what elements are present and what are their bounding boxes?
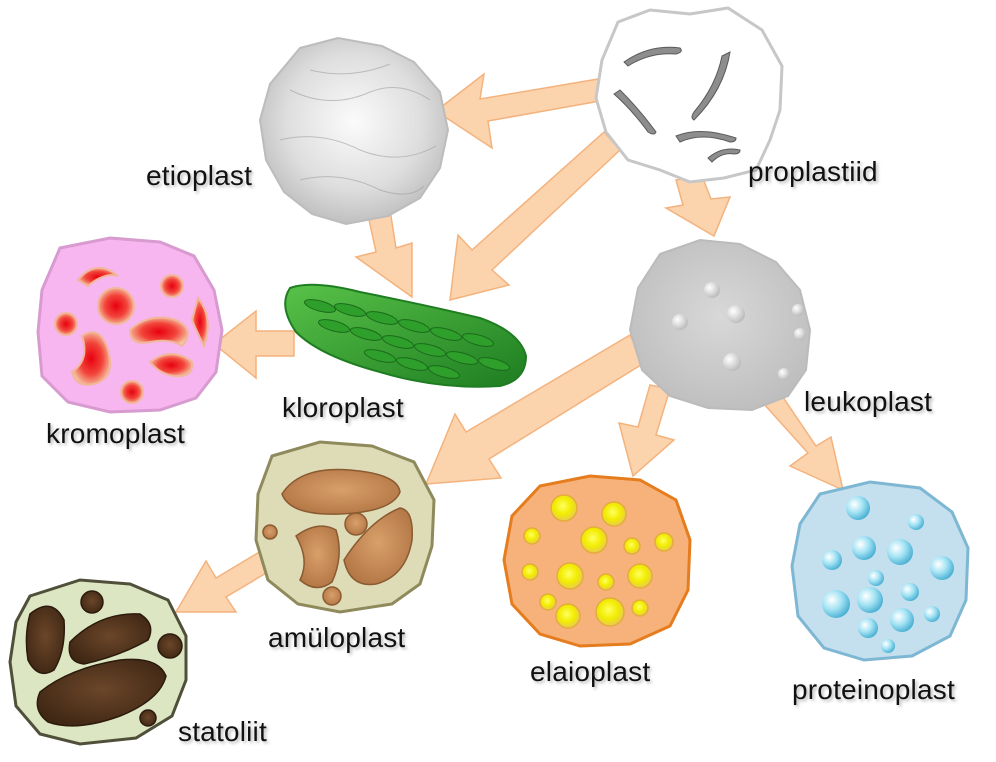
arrow-etioplast-to-kloroplast: [354, 209, 413, 299]
proteinoplast-cell: [790, 480, 970, 662]
label-kromoplast: kromoplast: [46, 418, 185, 449]
arrow-leukoplast-to-amuloplast: [424, 333, 645, 485]
label-leukoplast: leukoplast: [804, 386, 933, 417]
arrow-leukoplast-to-elaioplast: [617, 384, 676, 478]
proplastiid-cell: [594, 6, 784, 184]
arrow-proplastiid-to-kloroplast: [449, 130, 622, 301]
leukoplast-cell: [628, 238, 812, 412]
label-kloroplast: kloroplast: [282, 392, 404, 423]
arrow-proplastiid-to-leukoplast: [663, 175, 732, 238]
elaioplast-cell: [502, 474, 692, 648]
label-proteinoplast: proteinoplast: [792, 674, 955, 705]
etioplast-cell: [258, 36, 450, 226]
kloroplast-cell: [284, 283, 528, 388]
statoliit-cell: [8, 578, 188, 746]
label-etioplast: etioplast: [146, 160, 253, 191]
arrow-proplastiid-to-etioplast: [434, 72, 601, 150]
label-elaioplast: elaioplast: [530, 656, 651, 687]
label-proplastiid: proplastiid: [748, 156, 878, 187]
arrow-kloroplast-to-kromoplast: [212, 309, 295, 380]
label-statoliit: statoliit: [178, 716, 267, 747]
amuloplast-cell: [254, 440, 436, 614]
label-amuloplast: amüloplast: [268, 622, 406, 653]
kromoplast-cell: [36, 236, 224, 414]
